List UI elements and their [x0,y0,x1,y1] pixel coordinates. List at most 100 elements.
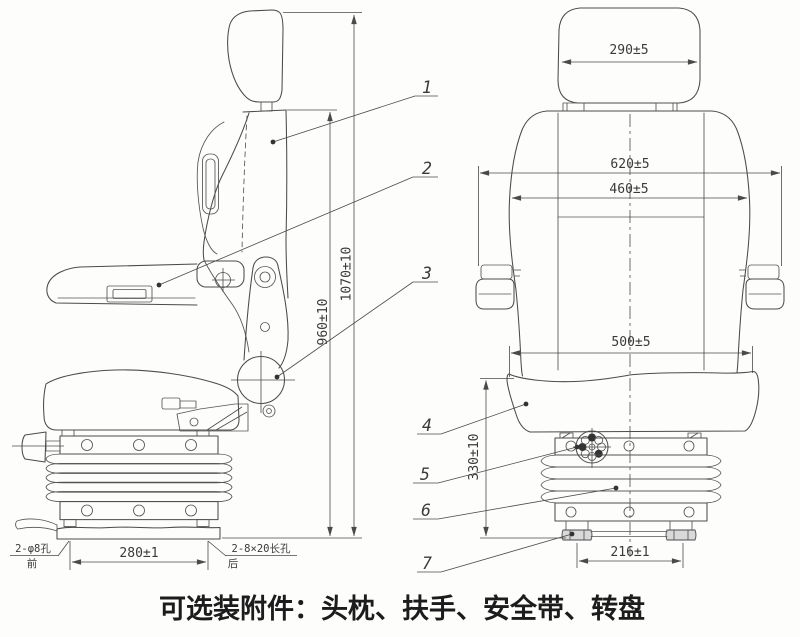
bellows-front [540,454,722,504]
armrest-pivot-bracket [196,260,245,288]
callout-1: 1 [422,78,432,97]
dim-cushion-height: 330±10 [467,434,482,481]
callout-3-dot [274,374,280,380]
backrest-seam-dashed [241,115,248,253]
side-view: 960±10 1070±10 280±1 2-φ8孔 前 2-8×20长孔 后 … [10,9,438,570]
bottom-plate-hole [81,504,93,517]
rail-foot-left [63,519,77,528]
ext-cushion-width [509,346,753,377]
callout-2: 2 [422,159,432,178]
backrest-top-side [242,109,287,113]
support-arm-top [252,256,279,269]
armrest-front-left [475,264,521,310]
callout-6: 6 [421,501,431,520]
dim-backrest-height: 960±10 [316,299,331,346]
seat-bracket-ribs [206,406,248,431]
front-position-label: 前 [27,557,38,570]
rear-position-label: 后 [228,558,239,570]
ext-mount-spacing [69,541,209,570]
support-arm-hole-mid [260,322,270,332]
callout-5: 5 [420,465,430,484]
dim-rail-spacing: 216±1 [610,545,649,560]
bottom-plate-hole [133,504,145,517]
callout-2-leader [158,176,438,286]
callout-7-dot [569,531,575,537]
top-plate-hole [185,439,197,451]
side-callouts: 1 2 3 [156,78,438,380]
armrest-mount-bar-inner [205,158,216,210]
armrest-pivot-crosshair [212,268,235,292]
callout-5-leader [413,446,578,484]
front-holes-label: 2-φ8孔 [15,542,51,555]
dim-mount-spacing: 280±1 [119,546,158,561]
headrest-front [557,7,701,104]
bottom-plate-hole [683,506,695,518]
support-arm-hole-top [259,271,271,283]
bottom-plate-hole [185,504,197,517]
top-plate-hole [81,439,93,451]
dim-cushion-width: 500±5 [611,335,650,350]
tilt-lever-stem [179,400,197,409]
dim-overall-width: 620±5 [610,157,649,172]
dim-backrest-width: 460±5 [609,182,648,197]
callout-6-dot [613,485,619,491]
front-holes-leader [10,540,70,557]
armrest-handle-cutout [106,285,153,303]
armrest-handle-inner [112,289,147,299]
callout-4-leader [417,403,527,435]
ext-overall-width [478,166,782,266]
bellows-side [45,453,233,503]
slide-rail-side [56,526,221,540]
recline-pivot-crosshair [231,351,295,413]
armrest-front-right [739,264,785,310]
height-knob-stem [45,440,61,452]
height-knob [21,431,47,463]
rear-slots-leader [207,540,297,557]
callout-4: 4 [422,416,432,435]
ext-rail-spacing [576,543,684,568]
backrest-seam-verticals [557,112,705,371]
backrest-right-edge [711,110,751,374]
rail-release-lever [15,518,58,532]
suspension-bottom-plate-side [59,501,219,521]
callout-2-dot [156,282,162,288]
backrest-front-edge [202,112,250,261]
bottom-plate-hole [623,506,635,518]
dim-total-height: 1070±10 [340,247,355,302]
support-arm-right-edge [277,265,289,369]
side-dimensions: 960±10 1070±10 280±1 [69,12,362,570]
suspension-top-plate-side [59,435,219,455]
recline-small-circle [262,404,276,418]
front-view: 290±5 620±5 460±5 500±5 216±1 330±10 4 5 [413,7,785,573]
front-callouts: 4 5 6 7 [413,401,619,573]
seat-bracket-hole [189,417,199,427]
bottom-plate-hole [565,506,577,518]
rail-foot-right [196,519,210,528]
top-plate-hole [683,440,695,452]
rear-slots-label: 2-8×20长孔 [232,542,291,555]
cushion-side [43,369,240,431]
dim-headrest-width: 290±5 [609,43,648,58]
top-plate-hole [623,440,635,452]
headrest-posts [562,102,678,112]
callout-1-dot [270,139,276,145]
ext-cushion-height [480,378,566,539]
suspension-bottom-plate-front [554,502,708,522]
cushion-front [506,370,760,433]
callout-1-leader [272,95,438,143]
support-arm-left-edge [243,267,254,361]
callout-5-dot [574,444,580,450]
callout-4-dot [523,401,529,407]
caption-optional-accessories: 可选装附件：头枕、扶手、安全带、转盘 [159,593,645,625]
front-dimensions: 290±5 620±5 460±5 500±5 216±1 330±10 [467,43,782,568]
callout-6-leader [413,487,617,520]
top-plate-hole [133,439,145,451]
mount-labels: 2-φ8孔 前 2-8×20长孔 后 [10,540,297,570]
callout-3-leader [276,281,438,378]
backrest-left-edge [508,110,548,377]
recline-small-circle-inner [266,408,272,414]
plate-tab-left [61,429,75,437]
headrest-side [227,9,284,103]
